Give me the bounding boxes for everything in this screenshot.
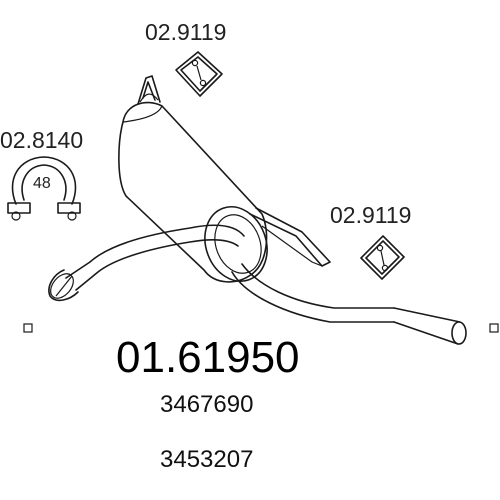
oe-number-1: 3467690: [160, 391, 253, 418]
rubber-hanger-top-icon: [175, 51, 223, 97]
clamp-size-label: 48: [33, 175, 51, 192]
oe-number-2: 3453207: [160, 446, 253, 473]
part-label-hanger-top: 02.9119: [145, 19, 226, 45]
part-label-clamp: 02.8140: [0, 127, 83, 153]
part-label-hanger-right: 02.9119: [330, 202, 411, 228]
rubber-hanger-right-icon: [360, 235, 405, 280]
marker-square-right: [489, 323, 499, 333]
main-part-number: 01.61950: [116, 333, 300, 382]
pipe-clamp-icon: 48: [7, 156, 81, 221]
marker-square-left: [23, 323, 33, 333]
rear-silencer-icon: [48, 75, 467, 345]
